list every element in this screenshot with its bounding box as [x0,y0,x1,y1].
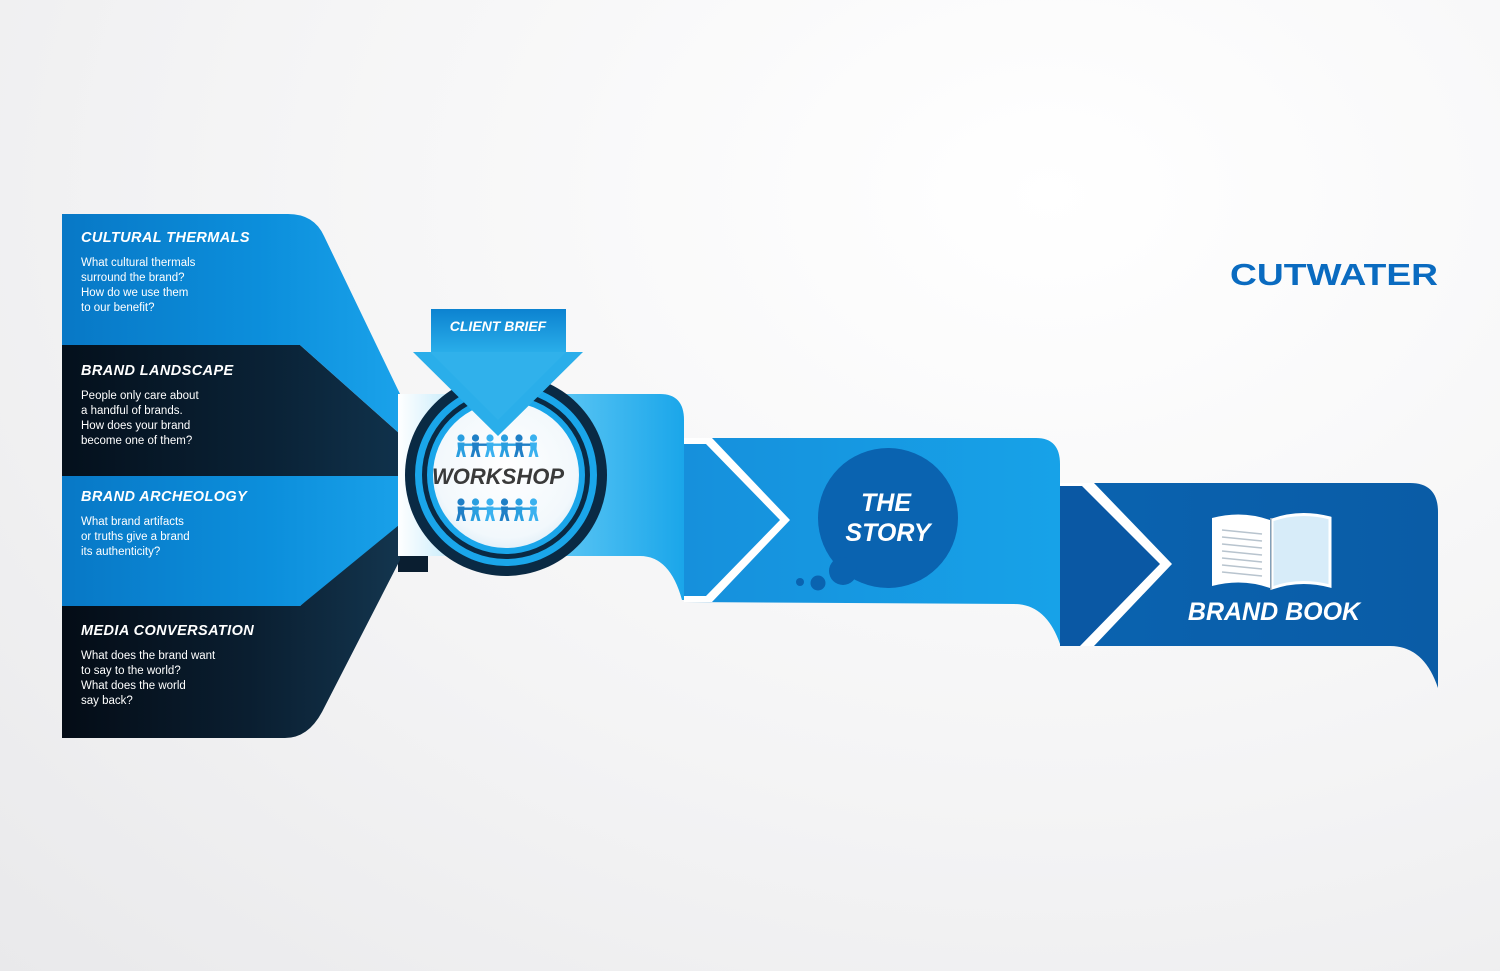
input-description-line: What brand artifacts [81,516,184,528]
person-figure-icon [470,434,487,457]
input-title: CULTURAL THERMALS [81,230,250,246]
person-figure-icon [456,434,473,457]
person-figure-icon [456,498,473,521]
input-description-line: People only care about [81,390,199,402]
band-brand-archeology [62,476,410,606]
input-description-line: say back? [81,695,133,707]
input-description-line: How does your brand [81,420,190,432]
input-description-line: What does the world [81,680,186,692]
story-label-line1: THE [861,489,912,517]
brand-book-ribbon [1060,483,1438,688]
chevron-arrow-icon [1060,483,1170,646]
band-brand-landscape [62,345,410,476]
client-brief-label: CLIENT BRIEF [450,318,547,334]
person-figure-icon [499,434,516,457]
input-description-line: or truths give a brand [81,531,190,543]
input-description-line: surround the brand? [81,272,185,284]
input-description-line: become one of them? [81,435,192,447]
input-title: MEDIA CONVERSATION [81,623,254,639]
cutwater-logo: CUTWATER [1230,257,1438,290]
people-chain-icon [456,434,539,457]
people-chain-icon [456,498,539,521]
input-description-line: What cultural thermals [81,257,196,269]
band-cultural-thermals [62,214,400,434]
logo-text: CUTWATER [1230,257,1438,290]
input-title: BRAND ARCHEOLOGY [81,489,248,505]
person-figure-icon [514,498,531,521]
input-description-line: How do we use them [81,287,188,299]
person-figure-icon [499,498,516,521]
chevron-arrow-icon [684,438,790,602]
input-description-line: What does the brand want [81,650,216,662]
client-brief-arrow [413,309,583,436]
person-figure-icon [528,434,539,457]
input-description-line: to our benefit? [81,302,155,314]
input-description-line: a handful of brands. [81,405,183,417]
person-figure-icon [514,434,531,457]
input-title: BRAND LANDSCAPE [81,363,235,379]
band-media-conversation [62,516,400,738]
input-description-line: its authenticity? [81,546,160,558]
person-figure-icon [528,498,539,521]
brand-book-label: BRAND BOOK [1188,598,1362,626]
story-bubble [796,448,958,591]
workshop-label: WORKSHOP [432,464,564,489]
open-book-icon [1212,513,1332,591]
person-figure-icon [470,498,487,521]
person-figure-icon [485,498,502,521]
brand-book-ribbon-fold [1060,483,1168,646]
input-description-line: to say to the world? [81,665,181,677]
person-figure-icon [485,434,502,457]
story-label-line2: STORY [845,519,933,547]
